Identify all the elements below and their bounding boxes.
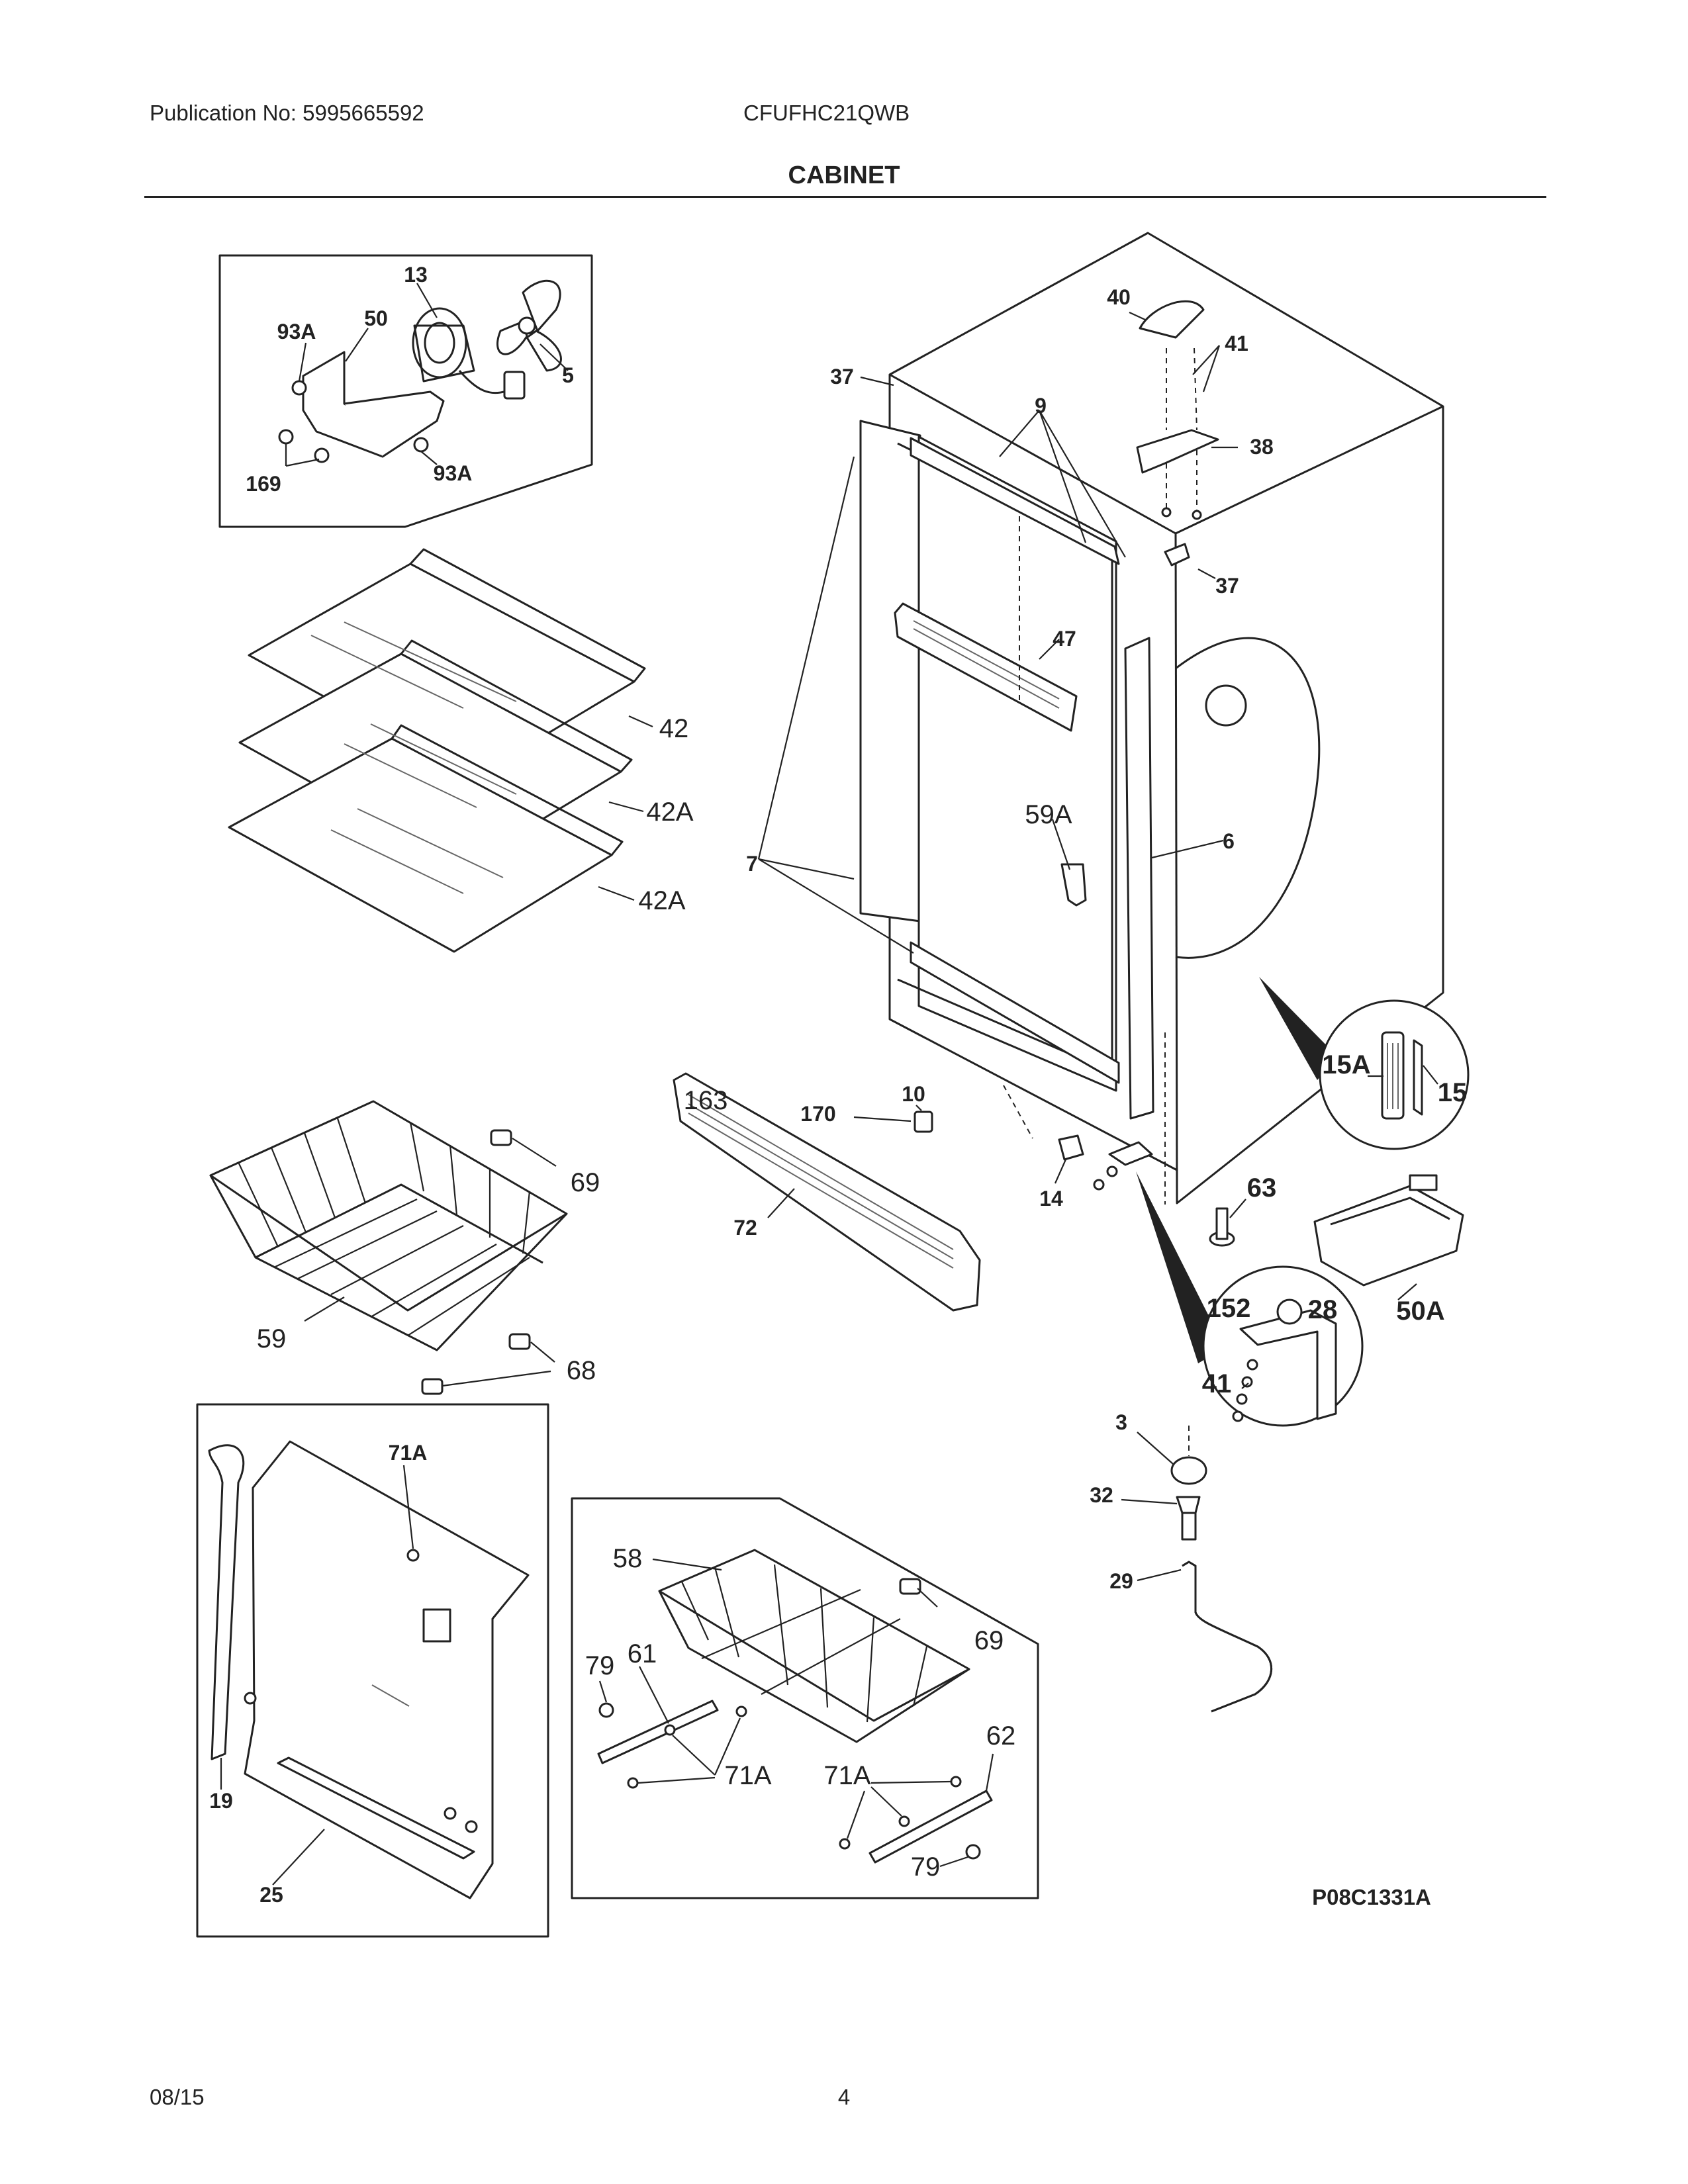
switch-parts: 170 10 14 <box>800 1082 1153 1210</box>
label-61: 61 <box>628 1639 657 1668</box>
label-59: 59 <box>257 1324 287 1353</box>
header-divider <box>144 196 1546 198</box>
label-62: 62 <box>986 1721 1016 1751</box>
page-number: 4 <box>837 2085 851 2109</box>
label-79-right: 79 <box>911 1852 941 1882</box>
label-169: 169 <box>246 472 281 496</box>
label-50A: 50A <box>1396 1297 1444 1326</box>
model-number: CFUFHC21QWB <box>743 101 910 125</box>
callout-15A-15: 15A 15 <box>1259 977 1470 1150</box>
label-10: 10 <box>902 1082 925 1106</box>
inset-small-basket: 58 69 79 61 71A 62 71A 79 <box>571 1497 1039 1899</box>
inset-fan-motor-assembly: 13 93A 50 5 169 93A <box>218 254 593 528</box>
publication-number: Publication No: 5995665592 <box>150 101 424 125</box>
label-59A: 59A <box>1025 800 1072 829</box>
label-41-bottom: 41 <box>1202 1369 1232 1398</box>
cabinet-body: 40 41 38 37 9 37 47 59A 7 6 <box>746 232 1444 1205</box>
label-15: 15 <box>1438 1078 1468 1107</box>
label-170: 170 <box>800 1102 835 1126</box>
label-40: 40 <box>1107 285 1131 309</box>
label-42A-upper: 42A <box>646 797 693 827</box>
label-58: 58 <box>613 1544 643 1573</box>
label-71A-right: 71A <box>823 1761 870 1790</box>
label-79-left: 79 <box>585 1651 615 1680</box>
figure-code: P08C1331A <box>1312 1885 1431 1909</box>
label-13: 13 <box>404 263 428 287</box>
label-41-top: 41 <box>1225 332 1248 355</box>
label-15A: 15A <box>1322 1050 1370 1079</box>
callout-bottom-hinge: 152 28 41 <box>1136 1171 1364 1427</box>
inset-rear-panel: 71A 19 25 <box>196 1403 549 1938</box>
label-19: 19 <box>209 1789 233 1813</box>
label-7: 7 <box>746 852 758 876</box>
label-93A-lower: 93A <box>434 461 473 485</box>
label-152: 152 <box>1207 1294 1251 1323</box>
leveling-leg: 63 <box>1209 1173 1277 1247</box>
label-63: 63 <box>1247 1173 1277 1203</box>
label-38: 38 <box>1250 435 1274 459</box>
label-69-lower: 69 <box>974 1626 1004 1655</box>
label-42: 42 <box>659 714 689 743</box>
footer-date: 08/15 <box>150 2085 205 2109</box>
label-72: 72 <box>733 1216 757 1240</box>
large-wire-basket: 69 59 68 <box>209 1100 600 1395</box>
control-box: 50A <box>1313 1174 1464 1326</box>
hinge-pin-assembly: 3 32 29 <box>1090 1410 1273 1713</box>
kickplate-grille: 163 72 <box>673 1072 981 1312</box>
label-37-right: 37 <box>1215 574 1239 598</box>
label-71A-inset: 71A <box>389 1441 428 1465</box>
label-5: 5 <box>562 363 574 387</box>
label-68: 68 <box>567 1356 596 1385</box>
label-9: 9 <box>1035 394 1047 418</box>
label-69-upper: 69 <box>571 1168 600 1197</box>
label-28: 28 <box>1308 1295 1338 1324</box>
label-50: 50 <box>364 306 388 330</box>
label-47: 47 <box>1053 627 1076 651</box>
label-14: 14 <box>1039 1187 1063 1210</box>
label-25: 25 <box>259 1883 283 1907</box>
label-3: 3 <box>1115 1410 1127 1434</box>
label-163: 163 <box>684 1086 728 1115</box>
section-title: CABINET <box>788 161 900 189</box>
label-37-top: 37 <box>830 365 854 388</box>
label-93A-upper: 93A <box>277 320 316 343</box>
label-42A-lower: 42A <box>638 886 685 915</box>
label-6: 6 <box>1223 829 1235 853</box>
label-71A-left: 71A <box>724 1761 771 1790</box>
wire-shelves: 42 42A 42A <box>228 548 694 953</box>
label-32: 32 <box>1090 1483 1113 1507</box>
label-29: 29 <box>1109 1569 1133 1593</box>
